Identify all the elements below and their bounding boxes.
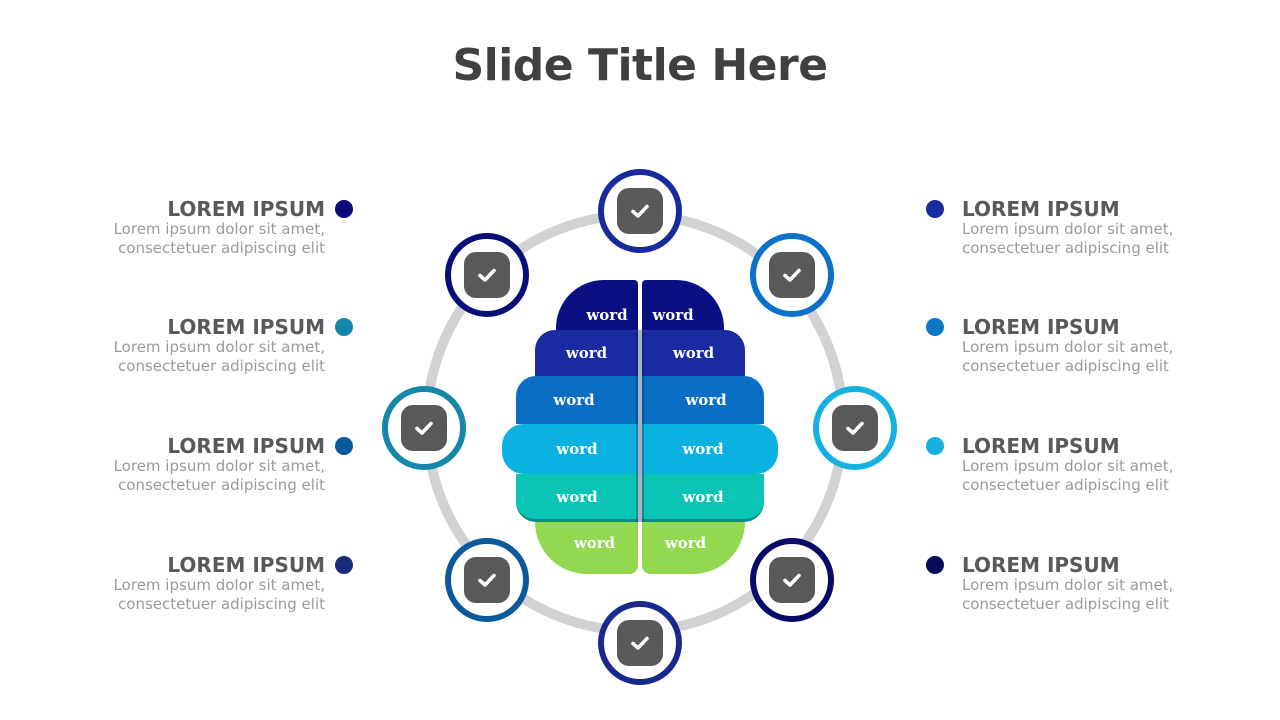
- check-node-bottom-right: [750, 538, 834, 622]
- brain-word: word: [682, 487, 724, 506]
- brain-segment-left-2: word: [535, 330, 638, 376]
- check-icon-tile: [617, 188, 663, 234]
- item-heading: LOREM IPSUM: [167, 197, 325, 221]
- brain-segment-left-1: word: [556, 280, 638, 330]
- brain-word: word: [556, 440, 598, 458]
- check-icon-tile: [617, 620, 663, 666]
- right-item-3: LOREM IPSUM Lorem ipsum dolor sit amet, …: [962, 435, 1192, 495]
- item-text-line1: Lorem ipsum dolor sit amet,: [962, 338, 1174, 356]
- brain-segment-right-1: word: [642, 280, 724, 330]
- item-text-line2: consectetuer adipiscing elit: [962, 595, 1169, 613]
- left-item-3-dot: [335, 437, 353, 455]
- item-text-line2: consectetuer adipiscing elit: [118, 357, 325, 375]
- brain-segment-left-5: word: [516, 474, 638, 522]
- check-icon: [631, 636, 649, 650]
- check-icon-tile: [769, 557, 815, 603]
- brain-graphic: word word word word word word word word …: [500, 278, 780, 578]
- brain-word: word: [664, 534, 707, 552]
- brain-segment-right-3: word: [642, 376, 764, 424]
- right-item-1: LOREM IPSUM Lorem ipsum dolor sit amet, …: [962, 198, 1192, 258]
- item-text-line1: Lorem ipsum dolor sit amet,: [962, 457, 1174, 475]
- right-item-4: LOREM IPSUM Lorem ipsum dolor sit amet, …: [962, 554, 1192, 614]
- left-item-4: LOREM IPSUM Lorem ipsum dolor sit amet, …: [95, 554, 325, 614]
- item-text-line2: consectetuer adipiscing elit: [962, 476, 1169, 494]
- left-item-2: LOREM IPSUM Lorem ipsum dolor sit amet, …: [95, 316, 325, 376]
- item-heading: LOREM IPSUM: [167, 553, 325, 577]
- check-icon: [415, 421, 433, 435]
- right-item-1-dot: [926, 200, 944, 218]
- check-node-top-right: [750, 233, 834, 317]
- brain-word: word: [553, 391, 595, 409]
- brain-word: word: [556, 487, 598, 506]
- brain-word: word: [682, 440, 724, 458]
- check-icon-tile: [401, 405, 447, 451]
- check-icon-tile: [769, 252, 815, 298]
- left-item-2-dot: [335, 318, 353, 336]
- item-heading: LOREM IPSUM: [962, 553, 1120, 577]
- check-icon: [846, 421, 864, 435]
- check-icon-tile: [464, 252, 510, 298]
- brain-segment-left-4: word: [502, 424, 638, 474]
- item-text-line1: Lorem ipsum dolor sit amet,: [113, 338, 325, 356]
- check-node-top: [598, 169, 682, 253]
- brain-segment-right-6: word: [642, 522, 745, 574]
- item-heading: LOREM IPSUM: [167, 315, 325, 339]
- item-text-line1: Lorem ipsum dolor sit amet,: [113, 220, 325, 238]
- check-icon: [631, 204, 649, 218]
- check-icon: [783, 268, 801, 282]
- check-icon-tile: [832, 405, 878, 451]
- check-icon: [478, 268, 496, 282]
- check-icon: [783, 573, 801, 587]
- brain-segment-right-2: word: [642, 330, 745, 376]
- right-item-2-dot: [926, 318, 944, 336]
- check-node-right: [813, 386, 897, 470]
- brain-word: word: [652, 306, 694, 324]
- item-text-line2: consectetuer adipiscing elit: [962, 357, 1169, 375]
- item-text-line2: consectetuer adipiscing elit: [118, 239, 325, 257]
- item-text-line2: consectetuer adipiscing elit: [118, 476, 325, 494]
- left-item-3: LOREM IPSUM Lorem ipsum dolor sit amet, …: [95, 435, 325, 495]
- brain-word: word: [672, 344, 715, 362]
- item-text-line1: Lorem ipsum dolor sit amet,: [962, 220, 1174, 238]
- check-node-bottom: [598, 601, 682, 685]
- item-heading: LOREM IPSUM: [167, 434, 325, 458]
- item-heading: LOREM IPSUM: [962, 315, 1120, 339]
- left-item-1: LOREM IPSUM Lorem ipsum dolor sit amet, …: [95, 198, 325, 258]
- brain-word: word: [685, 391, 727, 409]
- item-text-line1: Lorem ipsum dolor sit amet,: [113, 457, 325, 475]
- brain-segment-left-6: word: [535, 522, 638, 574]
- check-node-bottom-left: [445, 538, 529, 622]
- item-text-line1: Lorem ipsum dolor sit amet,: [962, 576, 1174, 594]
- item-text-line2: consectetuer adipiscing elit: [118, 595, 325, 613]
- right-item-2: LOREM IPSUM Lorem ipsum dolor sit amet, …: [962, 316, 1192, 376]
- item-heading: LOREM IPSUM: [962, 434, 1120, 458]
- right-item-4-dot: [926, 556, 944, 574]
- brain-word: word: [565, 344, 608, 362]
- right-item-3-dot: [926, 437, 944, 455]
- brain-segment-right-5: word: [642, 474, 764, 522]
- brain-segment-left-3: word: [516, 376, 638, 424]
- left-item-4-dot: [335, 556, 353, 574]
- check-icon-tile: [464, 557, 510, 603]
- brain-word: word: [573, 534, 616, 552]
- item-text-line1: Lorem ipsum dolor sit amet,: [113, 576, 325, 594]
- brain-segment-right-4: word: [642, 424, 778, 474]
- check-node-left: [382, 386, 466, 470]
- brain-divider: [636, 330, 644, 522]
- brain-word: word: [586, 306, 628, 324]
- item-text-line2: consectetuer adipiscing elit: [962, 239, 1169, 257]
- check-icon: [478, 573, 496, 587]
- check-node-top-left: [445, 233, 529, 317]
- item-heading: LOREM IPSUM: [962, 197, 1120, 221]
- slide-title: Slide Title Here: [452, 40, 828, 91]
- left-item-1-dot: [335, 200, 353, 218]
